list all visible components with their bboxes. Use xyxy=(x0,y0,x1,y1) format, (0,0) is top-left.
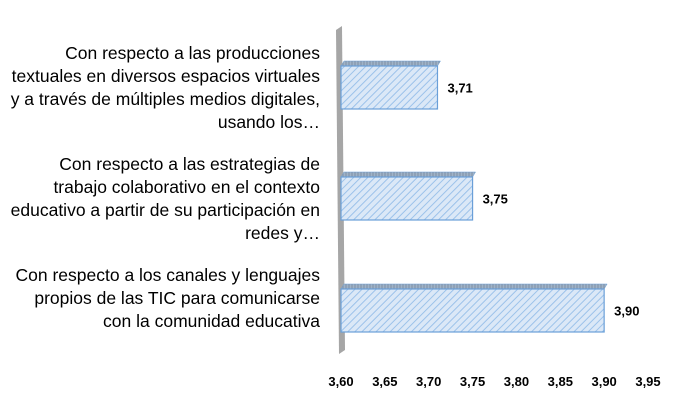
x-tick-label: 3,95 xyxy=(635,374,660,389)
bar xyxy=(340,176,474,221)
category-label-2: Con respecto a las estrategias de trabaj… xyxy=(10,154,320,243)
x-tick-label: 3,80 xyxy=(504,374,529,389)
x-tick-label: 3,70 xyxy=(416,374,441,389)
x-tick-label: 3,85 xyxy=(548,374,573,389)
category-label-1: Con respecto a las producciones textuale… xyxy=(10,43,320,132)
bar-top-face xyxy=(340,171,477,178)
x-tick-label: 3,75 xyxy=(460,374,485,389)
x-tick-label: 3,60 xyxy=(328,374,353,389)
category-label-3: Con respecto a los canales y lenguajes p… xyxy=(15,265,321,331)
x-tick-label: 3,90 xyxy=(591,374,616,389)
data-label: 3,75 xyxy=(483,192,508,207)
data-label: 3,71 xyxy=(447,81,472,96)
bar xyxy=(340,288,605,333)
data-label: 3,90 xyxy=(614,304,639,319)
bar-top-face xyxy=(340,60,441,67)
x-tick-label: 3,65 xyxy=(372,374,397,389)
bar-top-face xyxy=(340,283,608,290)
bar xyxy=(340,65,439,110)
